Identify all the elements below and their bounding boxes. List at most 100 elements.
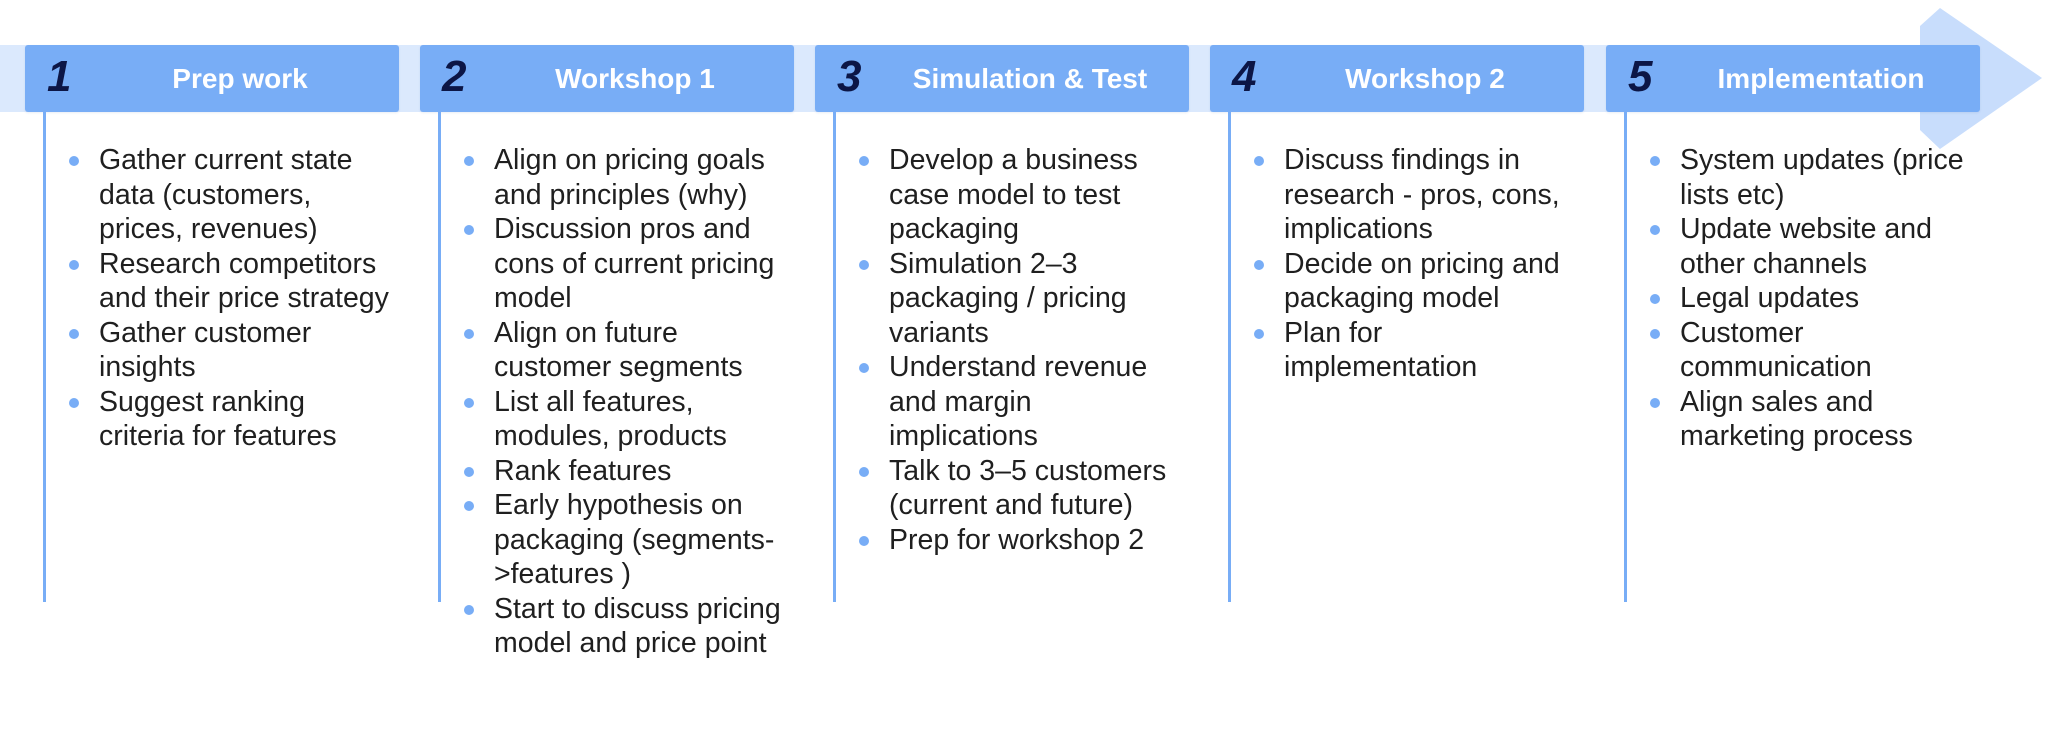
stage-workshop-2: 4 Workshop 2 Discuss findings in researc… (1210, 45, 1584, 605)
stage-header: 4 Workshop 2 (1210, 45, 1584, 112)
list-item: Rank features (460, 454, 790, 489)
list-item: Gather current state data (customers, pr… (65, 143, 395, 247)
stage-title: Implementation (1717, 63, 1925, 94)
stage-number: 3 (837, 52, 862, 101)
list-item: List all features, modules, products (460, 385, 790, 454)
list-item: Start to discuss pricing model and price… (460, 592, 790, 661)
list-item-text: Prep for workshop 2 (889, 523, 1145, 556)
list-item-text: Gather current state data (customers, pr… (99, 144, 353, 245)
list-item: Legal updates (1646, 281, 1976, 316)
stage-workshop-1: 2 Workshop 1 Align on pricing goals and … (420, 45, 794, 659)
arrow-head (1920, 8, 2042, 149)
stage-implementation: 5 Implementation System updates (price l… (1606, 45, 1980, 605)
list-item-text: Simulation 2–3 packaging / pricing varia… (889, 247, 1127, 349)
stage-divider-line (438, 112, 441, 602)
bullet-dot-icon (464, 328, 474, 339)
stage-divider-line (833, 112, 836, 602)
stage-header: 3 Simulation & Test (815, 45, 1189, 112)
stage-title: Prep work (172, 63, 308, 94)
list-item: Gather customer insights (65, 316, 395, 385)
bullet-dot-icon (859, 466, 869, 477)
bullet-dot-icon (464, 604, 474, 615)
stage-number: 2 (442, 52, 467, 101)
bullet-dot-icon (464, 225, 474, 235)
bullet-dot-icon (859, 363, 869, 373)
stage-task-list: Discuss findings in research - pros, con… (1250, 143, 1580, 385)
bullet-dot-icon (859, 156, 869, 166)
list-item-text: Start to discuss pricing model and price… (494, 592, 781, 660)
stage-title: Simulation & Test (912, 63, 1148, 94)
bullet-dot-icon (464, 466, 474, 477)
stage-task-list: Align on pricing goals and principles (w… (460, 143, 790, 661)
bullet-dot-icon (1254, 328, 1264, 339)
list-item-text: Align sales and marketing process (1680, 385, 1913, 453)
bullet-dot-icon (1254, 259, 1264, 270)
list-item-text: Understand revenue and margin implicatio… (889, 351, 1148, 452)
bullet-dot-icon (69, 328, 79, 339)
list-item-text: Rank features (494, 454, 672, 487)
stage-simulation-test: 3 Simulation & Test Develop a business c… (815, 45, 1189, 605)
list-item-text: Decide on pricing and packaging model (1284, 247, 1560, 315)
list-item-text: Customer communication (1680, 316, 1872, 384)
list-item: Understand revenue and margin implicatio… (855, 350, 1185, 454)
list-item: Suggest ranking criteria for features (65, 385, 395, 454)
list-item-text: Suggest ranking criteria for features (99, 385, 337, 453)
stage-number: 1 (47, 52, 72, 101)
bullet-dot-icon (859, 259, 869, 270)
list-item: Align sales and marketing process (1646, 385, 1976, 454)
list-item: Update website and other channels (1646, 212, 1976, 281)
list-item: Develop a business case model to test pa… (855, 143, 1185, 247)
list-item-text: List all features, modules, products (494, 385, 727, 453)
list-item-text: Discussion pros and cons of current pric… (494, 213, 775, 314)
bullet-dot-icon (464, 156, 474, 166)
stage-header: 2 Workshop 1 (420, 45, 794, 112)
list-item: System updates (price lists etc) (1646, 143, 1976, 212)
stage-task-list: Develop a business case model to test pa… (855, 143, 1185, 557)
stage-title: Workshop 2 (1345, 63, 1505, 94)
bullet-dot-icon (69, 156, 79, 166)
stage-header: 5 Implementation (1606, 45, 1980, 112)
bullet-dot-icon (1650, 156, 1660, 166)
list-item: Customer communication (1646, 316, 1976, 385)
bullet-dot-icon (859, 535, 869, 546)
stage-title: Workshop 1 (555, 63, 715, 94)
list-item: Early hypothesis on packaging (segments-… (460, 488, 790, 592)
list-item-text: System updates (price lists etc) (1680, 144, 1964, 211)
list-item-text: Plan for implementation (1284, 316, 1478, 384)
list-item: Decide on pricing and packaging model (1250, 247, 1580, 316)
bullet-dot-icon (1254, 156, 1264, 166)
stage-divider-line (1228, 112, 1231, 602)
bullet-dot-icon (69, 259, 79, 270)
list-item-text: Legal updates (1680, 282, 1860, 314)
stage-header: 1 Prep work (25, 45, 399, 112)
list-item: Discuss findings in research - pros, con… (1250, 143, 1580, 247)
list-item: Talk to 3–5 customers (current and futur… (855, 454, 1185, 523)
list-item: Align on future customer segments (460, 316, 790, 385)
stage-task-list: System updates (price lists etc) Update … (1646, 143, 1976, 454)
list-item-text: Research competitors and their price str… (99, 247, 389, 315)
bullet-dot-icon (464, 501, 474, 511)
bullet-dot-icon (1650, 294, 1660, 304)
stage-task-list: Gather current state data (customers, pr… (65, 143, 395, 454)
stage-divider-line (43, 112, 46, 602)
list-item: Research competitors and their price str… (65, 247, 395, 316)
stage-divider-line (1624, 112, 1627, 602)
stage-prep-work: 1 Prep work Gather current state data (c… (25, 45, 399, 605)
list-item-text: Align on pricing goals and principles (w… (494, 144, 765, 211)
stage-number: 4 (1232, 52, 1257, 101)
list-item-text: Discuss findings in research - pros, con… (1284, 144, 1560, 245)
list-item: Align on pricing goals and principles (w… (460, 143, 790, 212)
list-item-text: Gather customer insights (99, 316, 312, 384)
list-item: Prep for workshop 2 (855, 523, 1185, 558)
list-item-text: Talk to 3–5 customers (current and futur… (889, 454, 1167, 522)
list-item-text: Develop a business case model to test pa… (889, 144, 1138, 245)
bullet-dot-icon (1650, 397, 1660, 408)
bullet-dot-icon (69, 397, 79, 408)
list-item-text: Update website and other channels (1680, 213, 1932, 280)
list-item-text: Early hypothesis on packaging (segments-… (494, 489, 775, 590)
bullet-dot-icon (1650, 328, 1660, 339)
stage-number: 5 (1628, 52, 1653, 101)
list-item-text: Align on future customer segments (494, 316, 743, 384)
list-item: Plan for implementation (1250, 316, 1580, 385)
list-item: Discussion pros and cons of current pric… (460, 212, 790, 316)
